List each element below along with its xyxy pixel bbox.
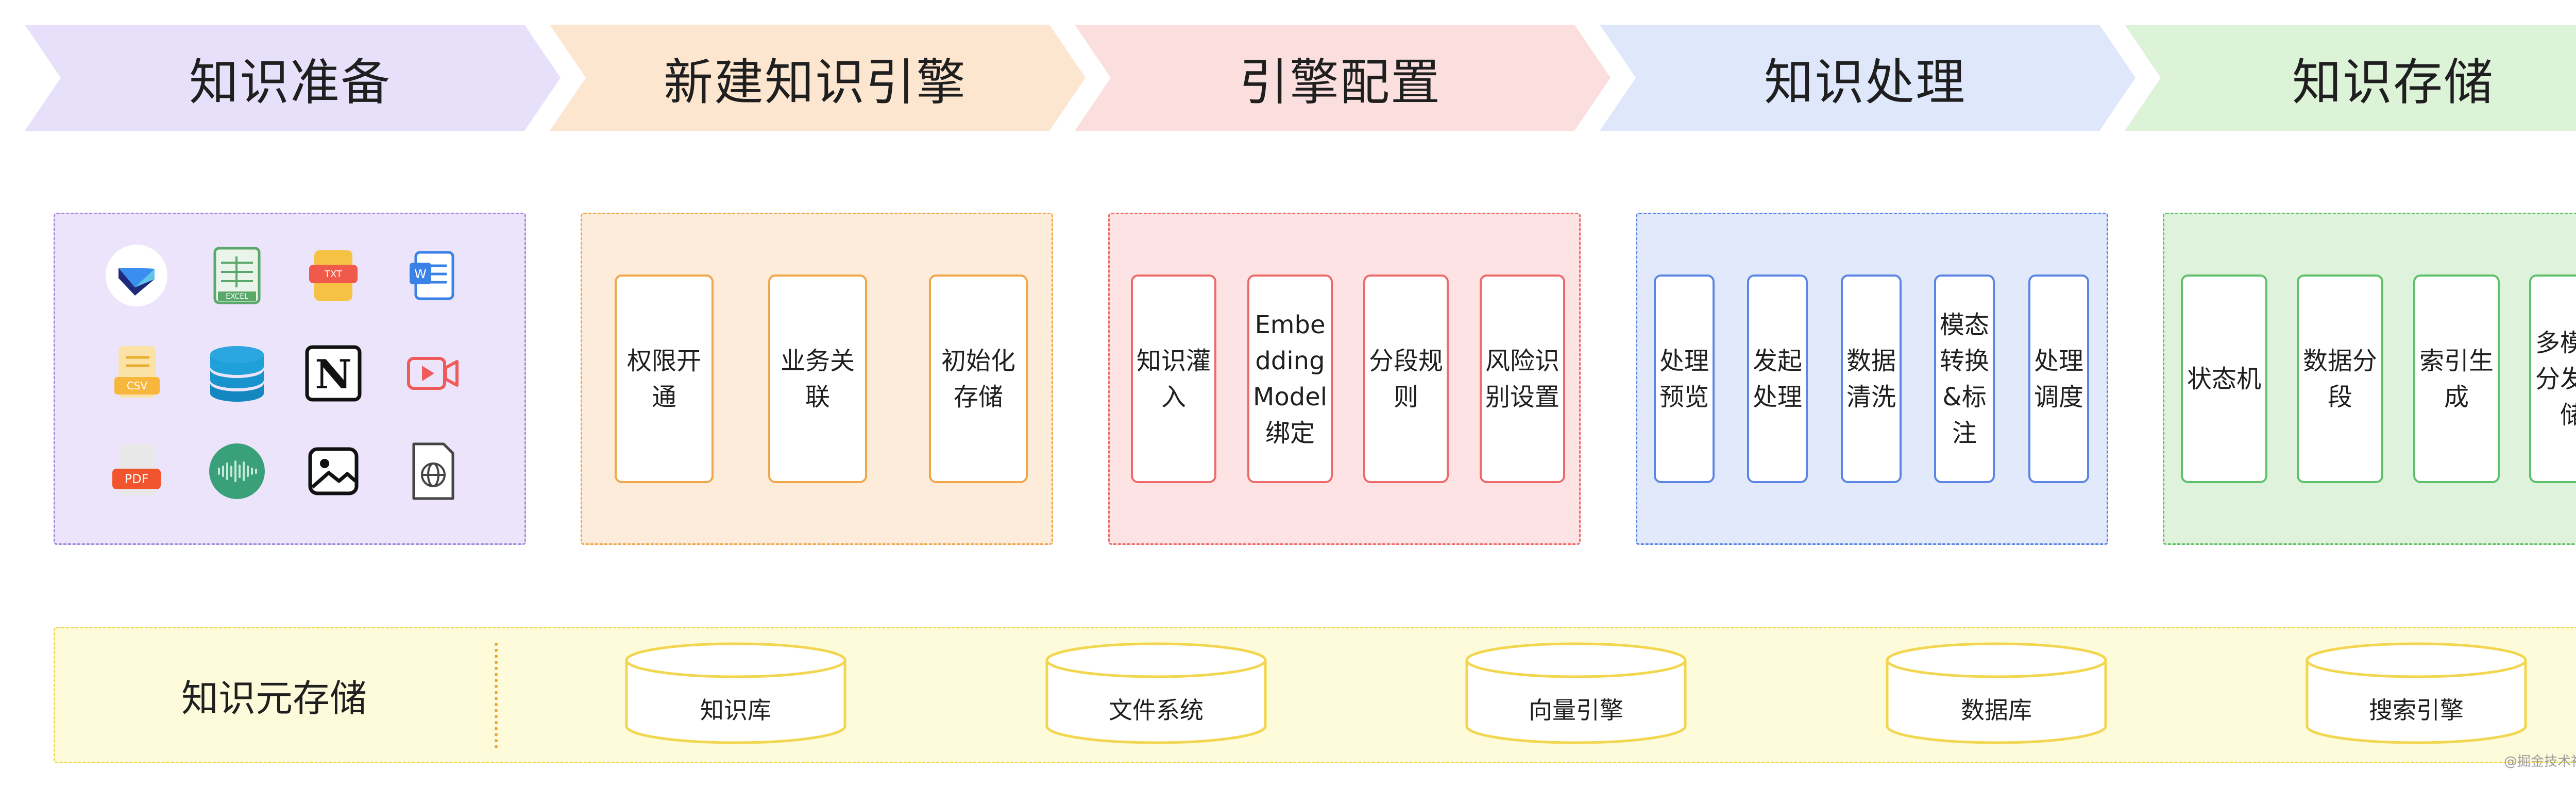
notion-icon: N <box>300 340 367 407</box>
feishu-docs-icon <box>103 242 170 309</box>
txt-icon-label: TXT <box>324 269 343 280</box>
watermark: @掘金技术社区 @ 字节跳动技术 <box>2504 754 2576 769</box>
stage-arrow-new-engine: 新建知识引擎 <box>550 25 1086 131</box>
csv-icon-label: CSV <box>127 380 148 392</box>
step-card-multimodal-store: 多模态 分发存 储 <box>2529 275 2576 483</box>
stage-label: 新建知识引擎 <box>664 53 967 111</box>
step-card-init-storage: 初始化 存储 <box>929 275 1028 483</box>
meta-storage-title: 知识元存储 <box>181 677 367 720</box>
storage-label: 知识库 <box>700 696 771 724</box>
storage-cylinder-database: 数据库 <box>1885 642 2108 745</box>
step-card-start: 发起 处理 <box>1747 275 1808 483</box>
word-icon: W <box>399 242 466 309</box>
stage-label: 知识处理 <box>1764 53 1966 111</box>
stage-arrow-processing: 知识处理 <box>1600 25 2136 131</box>
storage-label: 向量引擎 <box>1529 696 1623 724</box>
stage-label: 知识存储 <box>2292 53 2494 111</box>
step-card-state-machine: 状态机 <box>2181 275 2267 483</box>
excel-icon: EXCEL <box>204 242 270 309</box>
step-card-data-segment: 数据分 段 <box>2297 275 2383 483</box>
step-card-index-gen: 索引生 成 <box>2413 275 2500 483</box>
step-card-scheduling: 处理 调度 <box>2028 275 2089 483</box>
storage-cylinder-vector-engine: 向量引擎 <box>1465 642 1687 745</box>
storage-label: 数据库 <box>1961 696 2032 724</box>
word-icon-label: W <box>414 267 427 281</box>
video-icon <box>399 340 466 407</box>
audio-icon <box>204 438 270 505</box>
storage-cylinder-knowledge-base: 知识库 <box>624 642 847 745</box>
pdf-icon-label: PDF <box>125 472 149 486</box>
stage-arrow-prepare: 知识准备 <box>25 25 561 131</box>
step-card-embedding-model: Embe dding Model 绑定 <box>1247 275 1333 483</box>
database-icon <box>204 340 270 407</box>
step-card-risk-setting: 风险识 别设置 <box>1480 275 1565 483</box>
csv-icon: CSV <box>103 340 170 407</box>
pdf-icon: PDF <box>103 438 170 505</box>
step-card-segment-rules: 分段规 则 <box>1363 275 1449 483</box>
step-card-knowledge-ingest: 知识灌 入 <box>1131 275 1216 483</box>
step-card-preview: 处理 预览 <box>1654 275 1715 483</box>
stage-label: 知识准备 <box>189 53 391 111</box>
notion-icon-label: N <box>315 351 351 398</box>
stage-label: 引擎配置 <box>1239 53 1441 111</box>
step-card-cleaning: 数据 清洗 <box>1841 275 1902 483</box>
stage-arrow-storage: 知识存储 <box>2125 25 2576 131</box>
meta-storage-bar <box>54 627 2576 763</box>
txt-icon: TXT <box>300 242 367 309</box>
storage-cylinder-search-engine: 搜索引擎 <box>2305 642 2528 745</box>
web-page-icon <box>399 438 466 505</box>
meta-storage-divider <box>495 643 498 748</box>
storage-label: 文件系统 <box>1109 696 1204 724</box>
storage-cylinder-file-system: 文件系统 <box>1045 642 1267 745</box>
image-icon <box>300 438 367 505</box>
step-card-business-link: 业务关 联 <box>768 275 867 483</box>
storage-label: 搜索引擎 <box>2369 696 2464 724</box>
stage-arrow-engine-config: 引擎配置 <box>1075 25 1611 131</box>
excel-icon-label: EXCEL <box>226 293 248 301</box>
step-card-permission: 权限开 通 <box>615 275 714 483</box>
step-card-modality-convert: 模态 转换 &标 注 <box>1934 275 1995 483</box>
